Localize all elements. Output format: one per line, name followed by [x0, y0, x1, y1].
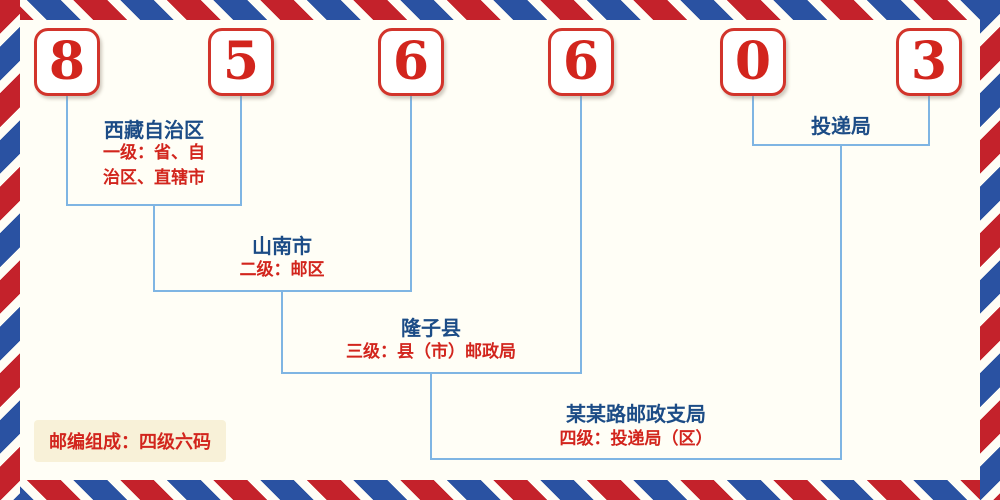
connector-line — [580, 96, 582, 374]
level4-name: 某某路邮政支局 — [566, 402, 706, 426]
digit-box-1: 8 — [34, 28, 100, 96]
level3-name: 隆子县 — [401, 316, 461, 340]
level1-desc: 一级：省、自 治区、直辖市 — [103, 143, 205, 188]
connector-line — [752, 96, 754, 146]
connector-line — [153, 204, 155, 292]
connector-line — [430, 372, 432, 460]
digit-2: 5 — [222, 31, 260, 92]
level3-desc: 三级：县（市）邮政局 — [346, 342, 516, 362]
delivery-office-name: 投递局 — [811, 114, 871, 138]
digit-4: 6 — [562, 31, 600, 92]
connector-line — [928, 96, 930, 146]
connector-line — [410, 96, 412, 292]
digit-6: 3 — [910, 31, 948, 92]
composition-badge: 邮编组成：四级六码 — [34, 420, 226, 462]
digit-box-5: 0 — [720, 28, 786, 96]
digit-box-4: 6 — [548, 28, 614, 96]
airmail-border-top — [0, 0, 1000, 20]
level2-desc: 二级：邮区 — [239, 260, 325, 280]
digit-5: 0 — [734, 31, 772, 92]
digit-box-6: 3 — [896, 28, 962, 96]
level2-name: 山南市 — [252, 234, 312, 258]
digit-box-2: 5 — [208, 28, 274, 96]
level1-name: 西藏自治区 — [104, 118, 204, 142]
connector-line — [66, 96, 68, 206]
connector-line — [281, 290, 283, 374]
digit-3: 6 — [392, 31, 430, 92]
connector-line — [840, 144, 842, 460]
airmail-border-bottom — [0, 480, 1000, 500]
composition-badge-text: 邮编组成：四级六码 — [49, 432, 211, 453]
digit-box-3: 6 — [378, 28, 444, 96]
digit-1: 8 — [48, 31, 86, 92]
airmail-border-right — [980, 0, 1000, 500]
airmail-border-left — [0, 0, 20, 500]
level4-desc: 四级：投递局（区） — [559, 429, 713, 449]
connector-line — [240, 96, 242, 206]
connector-line — [430, 458, 842, 460]
